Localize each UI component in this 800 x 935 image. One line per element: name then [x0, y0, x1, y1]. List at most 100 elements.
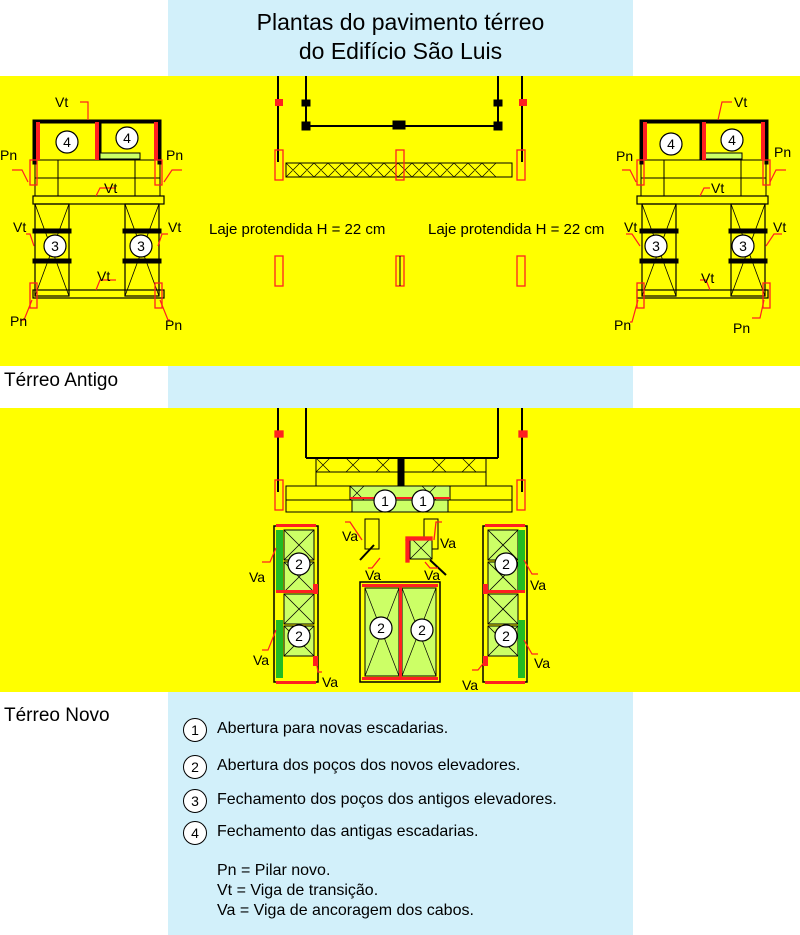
old-center-structure — [277, 76, 523, 178]
svg-text:4: 4 — [63, 134, 71, 150]
vt-label: Vt — [168, 219, 181, 235]
section-label-old: Térreo Antigo — [4, 370, 119, 391]
svg-text:1: 1 — [419, 493, 427, 509]
section-label-new: Térreo Novo — [4, 705, 110, 726]
vt-label: Vt — [773, 219, 786, 235]
marker-4: 4 — [55, 130, 79, 154]
title-line-2: do Edifício São Luis — [298, 38, 503, 64]
abbreviation-vt: Vt = Viga de transição. — [217, 882, 379, 899]
svg-text:2: 2 — [295, 628, 303, 644]
svg-text:4: 4 — [123, 130, 131, 146]
pn-label: Pn — [774, 144, 791, 160]
va-label: Va — [253, 652, 269, 668]
svg-text:1: 1 — [381, 493, 389, 509]
old-left-core — [32, 119, 165, 299]
mid-band — [168, 366, 633, 408]
new-center-structure — [277, 408, 523, 513]
va-leaders — [262, 547, 538, 673]
va-label: Va — [424, 567, 440, 583]
svg-text:2: 2 — [502, 628, 510, 644]
va-label: Va — [462, 677, 478, 693]
old-right-new-pillars — [636, 159, 771, 309]
vt-label: Vt — [711, 180, 724, 196]
va-label: Va — [342, 528, 358, 544]
abbreviation-pn: Pn = Pilar novo. — [217, 862, 331, 879]
pn-label: Pn — [616, 148, 633, 164]
pn-label: Pn — [10, 313, 27, 329]
plan-labels: Laje protendida H = 22 cm Laje protendid… — [0, 94, 791, 693]
pn-label: Pn — [165, 317, 182, 333]
va-label: Va — [530, 577, 546, 593]
svg-text:3: 3 — [739, 238, 747, 254]
old-center-red-columns — [274, 149, 526, 287]
svg-text:2: 2 — [295, 556, 303, 572]
marker-2: 2 — [494, 552, 518, 576]
new-central-red — [362, 584, 438, 680]
legend-number: 3 — [183, 789, 207, 813]
new-left-green-walls — [276, 530, 283, 678]
old-left-red-walls — [36, 122, 158, 160]
slab-label-left: Laje protendida H = 22 cm — [209, 221, 385, 238]
old-right-red-walls — [643, 122, 765, 160]
legend-number: 2 — [183, 755, 207, 779]
vt-label: Vt — [624, 219, 637, 235]
marker-1: 1 — [373, 489, 397, 513]
new-right-green-walls — [518, 530, 525, 678]
legend-text: Abertura para novas escadarias. — [217, 720, 449, 737]
vt-label: Vt — [97, 268, 110, 284]
marker-2: 2 — [287, 552, 311, 576]
marker-2: 2 — [494, 624, 518, 648]
legend-text: Fechamento das antigas escadarias. — [217, 823, 479, 840]
va-label: Va — [534, 655, 550, 671]
marker-4: 4 — [720, 128, 744, 152]
legend-number: 4 — [183, 821, 207, 845]
svg-text:2: 2 — [418, 622, 426, 638]
slab-label-right: Laje protendida H = 22 cm — [428, 221, 604, 238]
legend-text: Abertura dos poços dos novos elevadores. — [217, 757, 521, 774]
marker-4: 4 — [115, 126, 139, 150]
old-right-leaders — [622, 101, 786, 323]
old-left-leaders — [12, 101, 182, 321]
marker-3: 3 — [43, 234, 67, 258]
plan-markers: 4 4 3 3 4 4 3 3 1 1 2 2 2 2 2 2 — [43, 126, 755, 648]
marker-2: 2 — [369, 616, 393, 640]
svg-text:3: 3 — [652, 238, 660, 254]
legend-text: Fechamento dos poços dos antigos elevado… — [217, 791, 557, 808]
svg-text:3: 3 — [51, 238, 59, 254]
vt-label: Vt — [13, 219, 26, 235]
svg-text:4: 4 — [728, 132, 736, 148]
va-label: Va — [249, 569, 265, 585]
pn-label: Pn — [614, 317, 631, 333]
vt-label: Vt — [701, 270, 714, 286]
svg-text:2: 2 — [502, 556, 510, 572]
old-center-red-ticks — [275, 99, 527, 106]
marker-3: 3 — [644, 234, 668, 258]
va-label: Va — [365, 567, 381, 583]
vt-label: Vt — [734, 94, 747, 110]
marker-4: 4 — [659, 132, 683, 156]
va-label: Va — [322, 674, 338, 690]
figure-title: Plantas do pavimento térreo do Edifício … — [168, 8, 633, 66]
pn-label: Pn — [733, 320, 750, 336]
marker-3: 3 — [129, 234, 153, 258]
header-band — [168, 0, 633, 76]
svg-text:2: 2 — [377, 620, 385, 636]
vt-label: Vt — [55, 94, 68, 110]
pn-label: Pn — [0, 147, 17, 163]
new-stair-red — [345, 521, 442, 569]
abbreviation-va: Va = Viga de ancoragem dos cabos. — [217, 902, 474, 919]
vt-label: Vt — [104, 180, 117, 196]
marker-3: 3 — [731, 234, 755, 258]
pn-label: Pn — [166, 147, 183, 163]
old-left-new-pillars — [29, 159, 163, 309]
legend-number: 1 — [183, 718, 207, 742]
svg-text:4: 4 — [667, 136, 675, 152]
marker-2: 2 — [410, 618, 434, 642]
new-left-red — [276, 524, 318, 684]
marker-1: 1 — [411, 489, 435, 513]
title-line-1: Plantas do pavimento térreo — [256, 9, 545, 35]
svg-text:3: 3 — [137, 238, 145, 254]
va-label: Va — [440, 535, 456, 551]
